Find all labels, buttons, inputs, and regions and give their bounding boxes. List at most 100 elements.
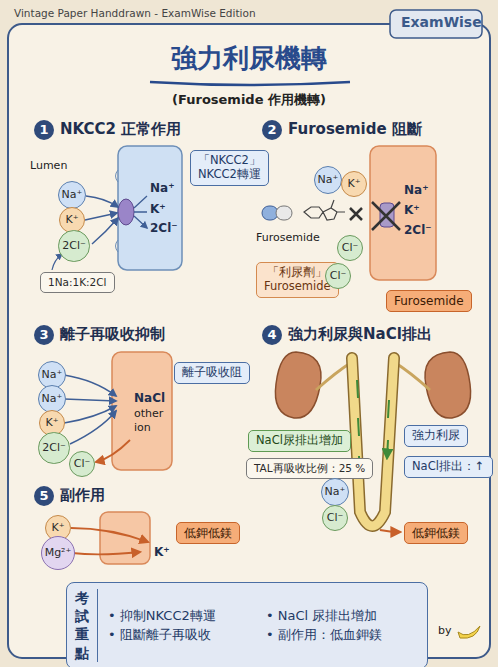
arrow <box>64 375 116 396</box>
block-x <box>350 208 362 220</box>
arrow <box>52 254 62 270</box>
node-text: Na⁺ <box>42 392 63 405</box>
node-text: Cl⁻ <box>342 241 359 254</box>
ion-circle: Cl⁻ <box>337 235 363 261</box>
section-heading: NKCC2 正常作用 <box>60 121 181 138</box>
node-text: Na⁺ <box>62 188 83 201</box>
node-text: K⁺ <box>45 416 58 429</box>
label-box: 1Na:1K:2Cl <box>40 272 115 293</box>
label-box: 離子吸收阻 <box>174 362 250 384</box>
panel-1-art <box>52 146 182 270</box>
arrow <box>380 530 400 532</box>
kidney <box>275 352 321 418</box>
callout-number: 3 <box>34 325 54 345</box>
summary-list: • 抑制NKCC2轉運• NaCl 尿排出增加• 阻斷離子再吸收• 副作用：低血… <box>108 608 426 643</box>
cell-membrane <box>118 146 182 270</box>
node-text: 離子吸收阻 <box>182 366 242 380</box>
arrow <box>64 406 116 423</box>
node-text: K⁺ <box>347 177 360 190</box>
node-text: Furosemide <box>394 294 464 308</box>
node-text: Na⁺ <box>42 368 63 381</box>
ion-label: Na⁺ <box>150 182 174 196</box>
molecule <box>304 200 345 220</box>
section-heading: 副作用 <box>60 487 105 504</box>
label-box: NaCl排出：↑ <box>404 456 493 478</box>
label-box: NaCl尿排出增加 <box>248 430 351 452</box>
callout-number: 4 <box>262 325 282 345</box>
ion-circle: K⁺ <box>341 171 367 197</box>
arrow <box>96 440 130 462</box>
arrow <box>85 213 117 220</box>
side-label: Lumen <box>30 160 67 173</box>
section-heading: Furosemide 阻斷 <box>288 121 422 138</box>
summary-heading: 考試 重點 <box>75 589 98 662</box>
title-underline <box>150 82 350 85</box>
callout-number: 5 <box>34 486 54 506</box>
node-text: 1Na:1K:2Cl <box>48 276 107 289</box>
arrow <box>70 411 116 444</box>
callout-number: 1 <box>34 120 54 140</box>
ion-circle: 2Cl⁻ <box>58 230 90 262</box>
ion-label: Na⁺ <box>404 184 428 198</box>
node-text: Mg²⁺ <box>45 546 72 559</box>
ion-label: K⁺ <box>150 203 166 217</box>
node-text: TAL再吸收比例：25 % <box>254 462 365 475</box>
node-text: Furosemide <box>264 280 331 294</box>
brand-tab <box>390 10 482 38</box>
label-box: 強力利尿 <box>404 425 468 447</box>
ion-circle: Cl⁻ <box>322 505 348 531</box>
arrow <box>72 552 140 554</box>
summary-item: • 阻斷離子再吸收 <box>108 627 258 643</box>
title: 強力利尿機轉 <box>171 44 327 74</box>
node-text: NKCC2轉運 <box>198 168 261 182</box>
label-box: 低鉀低鎂 <box>176 522 240 544</box>
nkcc2-transporter <box>118 199 134 225</box>
arrow <box>86 196 118 207</box>
cell-membrane <box>100 512 150 564</box>
node-text: NaCl尿排出增加 <box>256 434 343 448</box>
ion-label: other <box>134 408 163 421</box>
ion-label: NaCl <box>134 392 165 406</box>
cell-membrane <box>112 352 172 470</box>
node-text: Cl⁻ <box>327 511 344 524</box>
summary-item: • NaCl 尿排出增加 <box>266 608 426 624</box>
callout-number: 2 <box>262 120 282 140</box>
node-text: 2Cl⁻ <box>62 239 86 252</box>
block-x <box>372 202 400 230</box>
loop-of-henle <box>352 358 394 526</box>
subtitle: (Furosemide 作用機轉) <box>172 93 326 108</box>
ion-circle: Cl⁻ <box>69 451 95 477</box>
ion-label: 2Cl⁻ <box>150 222 178 236</box>
page-frame <box>8 24 490 658</box>
node-text: Cl⁻ <box>330 269 347 282</box>
label-box: 「NKCC2」NKCC2轉運 <box>190 150 269 186</box>
ion-circle: K⁺ <box>59 207 85 233</box>
node-text: 低鉀低鎂 <box>412 526 460 540</box>
banana-icon <box>458 626 480 638</box>
ion-label: K⁺ <box>404 204 420 218</box>
label-box: TAL再吸收比例：25 % <box>246 458 373 479</box>
ion-circle: 2Cl⁻ <box>38 432 70 464</box>
exam-summary-box: 考試 重點• 抑制NKCC2轉運• NaCl 尿排出增加• 阻斷離子再吸收• 副… <box>66 582 428 667</box>
loop-of-henle <box>352 358 394 526</box>
label-box: Furosemide <box>386 290 472 312</box>
panel-2-art <box>262 146 436 280</box>
arrow <box>71 528 148 542</box>
node-text: 2Cl⁻ <box>42 441 66 454</box>
node-text: Na⁺ <box>325 485 346 498</box>
summary-item: • 抑制NKCC2轉運 <box>108 608 258 624</box>
arrow <box>64 399 116 401</box>
flow-arrow <box>387 400 389 458</box>
arrow <box>92 218 118 244</box>
section-heading: 離子再吸收抑制 <box>60 326 165 343</box>
section-heading: 強力利尿與NaCl排出 <box>288 326 432 343</box>
ion-label: K⁺ <box>154 546 170 560</box>
node-text: 「NKCC2」 <box>198 154 261 168</box>
vessel <box>316 362 430 390</box>
kidney <box>425 352 471 418</box>
panel-5-art <box>71 512 150 564</box>
node-text: 低鉀低鎂 <box>184 526 232 540</box>
brand-name: ExamWise <box>401 14 482 30</box>
cell-membrane <box>370 146 436 280</box>
